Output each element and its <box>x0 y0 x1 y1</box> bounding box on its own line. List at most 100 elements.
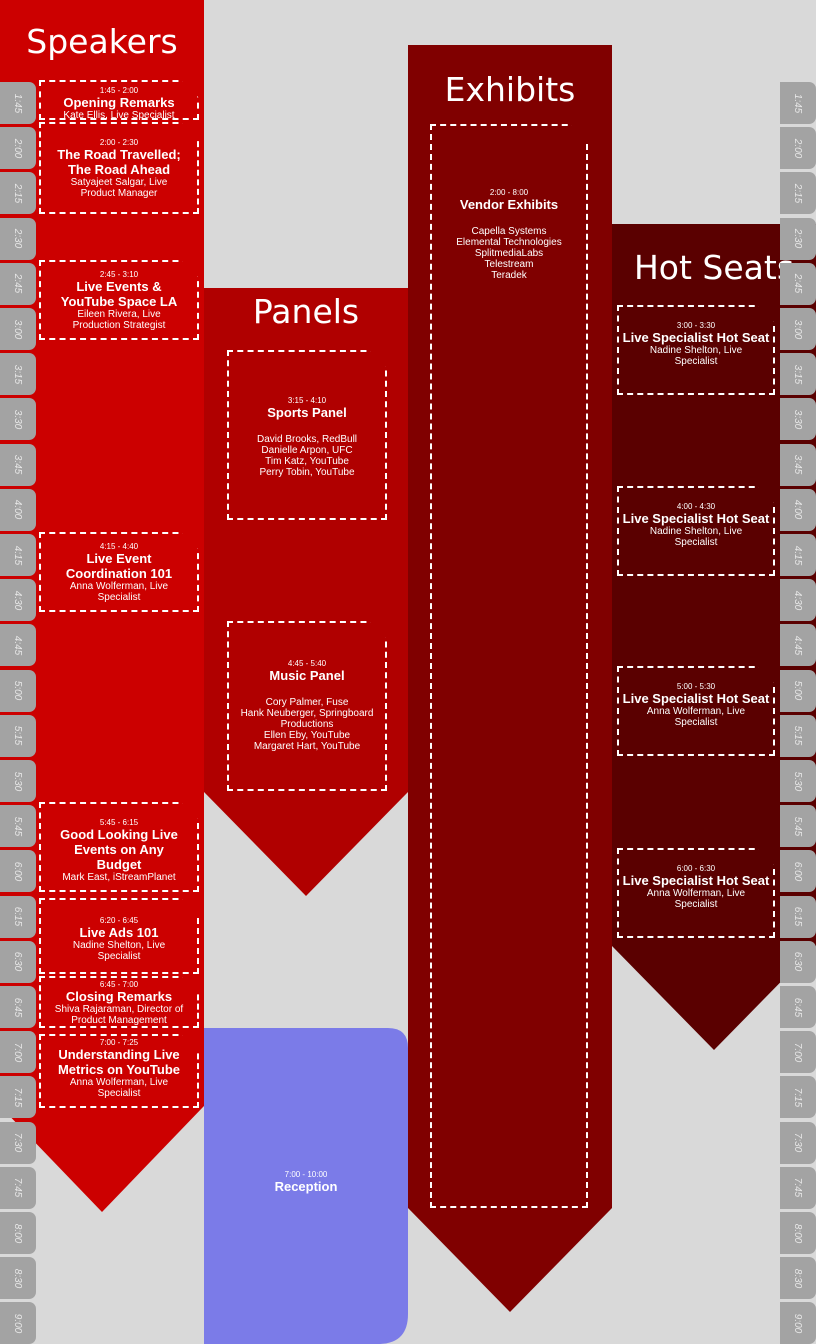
card-time: 4:00 - 4:30 <box>676 502 716 511</box>
time-tick-label: 4:45 <box>12 635 24 656</box>
hot-seats-title: Hot Seats <box>633 248 795 287</box>
time-tick-left: 2:00 <box>0 127 36 170</box>
panel-card[interactable]: 4:45 - 5:40 Music Panel Cory Palmer, Fus… <box>227 621 387 791</box>
card-time: 1:45 - 2:00 <box>99 86 139 95</box>
time-tick-right: 6:15 <box>780 895 816 938</box>
panel-person: Cory Palmer, Fuse <box>265 697 349 708</box>
vendor-name: Teradek <box>491 270 527 281</box>
time-tick-left: 2:15 <box>0 172 36 215</box>
time-tick-right: 3:00 <box>780 308 816 350</box>
time-tick-left: 5:00 <box>0 669 36 712</box>
reception-time: 7:00 - 10:00 <box>284 1170 328 1179</box>
time-tick-left: 2:45 <box>0 262 36 305</box>
time-tick-label: 5:30 <box>12 771 24 791</box>
speaker-card[interactable]: 6:45 - 7:00 Closing Remarks Shiva Rajara… <box>39 976 199 1028</box>
time-tick-right: 7:00 <box>780 1031 816 1074</box>
time-tick-right: 2:45 <box>780 262 816 305</box>
card-time: 4:45 - 5:40 <box>287 659 327 668</box>
time-tick-left: 6:00 <box>0 850 36 893</box>
exhibits-card[interactable]: 2:00 - 8:00 Vendor Exhibits Capella Syst… <box>430 124 588 1208</box>
card-title: Live Specialist Hot Seat <box>622 873 770 888</box>
time-tick-right: 9:00 <box>780 1302 816 1344</box>
panel-person: Tim Katz, YouTube <box>265 456 349 467</box>
time-tick-label: 3:45 <box>12 454 24 475</box>
panel-card[interactable]: 3:15 - 4:10 Sports Panel David Brooks, R… <box>227 350 387 520</box>
reception-block[interactable]: 7:00 - 10:00 Reception <box>204 1170 408 1194</box>
time-tick-label: 6:15 <box>12 906 24 927</box>
card-speaker: Anna Wolferman, Live Specialist <box>69 1077 169 1099</box>
time-tick-right: 4:00 <box>780 488 816 531</box>
card-title: Closing Remarks <box>65 989 173 1004</box>
time-tick-label: 4:45 <box>792 635 804 656</box>
panels-title: Panels <box>252 292 360 331</box>
exhibits-title: Exhibits <box>444 70 576 109</box>
speaker-card[interactable]: 6:20 - 6:45 Live Ads 101 Nadine Shelton,… <box>39 898 199 974</box>
speakers-column <box>0 0 204 1212</box>
card-title: Sports Panel <box>267 405 347 420</box>
time-tick-right: 6:30 <box>780 940 816 983</box>
time-tick-right: 6:00 <box>780 850 816 893</box>
card-speaker: Kate Ellis, Live Specialist <box>63 110 175 121</box>
time-tick-label: 4:15 <box>792 545 804 565</box>
vendor-name: SplitmediaLabs <box>474 248 544 259</box>
reception-title: Reception <box>274 1179 338 1194</box>
speakers-title: Speakers <box>26 22 178 61</box>
speaker-card[interactable]: 1:45 - 2:00 Opening Remarks Kate Ellis, … <box>39 80 199 120</box>
time-tick-label: 7:45 <box>12 1178 24 1198</box>
time-tick-label: 2:45 <box>12 274 24 294</box>
time-tick-label: 4:30 <box>12 590 24 610</box>
hot-seat-card[interactable]: 6:00 - 6:30 Live Specialist Hot Seat Ann… <box>617 848 775 938</box>
panels-column <box>204 288 408 896</box>
card-time: 2:00 - 8:00 <box>489 188 529 197</box>
card-time: 6:45 - 7:00 <box>99 980 139 989</box>
speaker-card[interactable]: 7:00 - 7:25 Understanding Live Metrics o… <box>39 1034 199 1108</box>
time-tick-right: 4:30 <box>780 579 816 622</box>
speaker-card[interactable]: 5:45 - 6:15 Good Looking Live Events on … <box>39 802 199 892</box>
card-title: Live Events & YouTube Space LA <box>60 279 178 309</box>
hot-seat-card[interactable]: 4:00 - 4:30 Live Specialist Hot Seat Nad… <box>617 486 775 576</box>
time-tick-label: 8:00 <box>792 1223 804 1243</box>
time-tick-right: 2:30 <box>780 217 816 260</box>
card-title: Live Event Coordination 101 <box>65 551 173 581</box>
time-tick-label: 5:15 <box>12 726 24 746</box>
time-tick-label: 6:00 <box>12 861 24 882</box>
time-tick-left: 3:45 <box>0 443 36 486</box>
time-tick-right: 6:45 <box>780 986 816 1028</box>
card-speaker: Nadine Shelton, Live Specialist <box>649 526 743 548</box>
time-tick-right: 8:00 <box>780 1212 816 1254</box>
time-tick-right: 7:30 <box>780 1121 816 1164</box>
card-title: Good Looking Live Events on Any Budget <box>60 827 178 872</box>
time-tick-label: 2:15 <box>792 183 804 204</box>
time-tick-left: 7:00 <box>0 1031 36 1074</box>
time-tick-label: 5:00 <box>792 680 804 701</box>
card-title: Live Specialist Hot Seat <box>622 511 770 526</box>
card-speaker: Shiva Rajaraman, Director of Product Man… <box>54 1004 184 1026</box>
time-tick-left: 4:30 <box>0 579 36 622</box>
time-tick-label: 8:00 <box>12 1223 24 1243</box>
time-tick-label: 2:00 <box>792 138 804 158</box>
time-tick-left: 5:45 <box>0 805 36 848</box>
speaker-card[interactable]: 2:00 - 2:30 The Road Travelled; The Road… <box>39 122 199 214</box>
time-tick-left: 3:30 <box>0 398 36 441</box>
time-tick-left: 8:00 <box>0 1212 36 1254</box>
panel-person: Perry Tobin, YouTube <box>259 467 355 478</box>
time-tick-label: 8:30 <box>792 1268 804 1288</box>
panel-person: Margaret Hart, YouTube <box>253 741 361 752</box>
time-tick-label: 7:00 <box>12 1042 24 1062</box>
time-tick-left: 6:15 <box>0 895 36 938</box>
time-tick-label: 5:30 <box>792 771 804 791</box>
hot-seat-card[interactable]: 5:00 - 5:30 Live Specialist Hot Seat Ann… <box>617 666 775 756</box>
card-time: 5:00 - 5:30 <box>676 682 716 691</box>
time-tick-label: 6:00 <box>792 861 804 882</box>
time-tick-left: 3:15 <box>0 353 36 396</box>
time-tick-label: 9:00 <box>792 1313 804 1334</box>
time-tick-label: 3:15 <box>792 364 804 384</box>
time-tick-label: 2:15 <box>12 183 24 204</box>
speaker-card[interactable]: 4:15 - 4:40 Live Event Coordination 101 … <box>39 532 199 612</box>
time-tick-label: 4:30 <box>792 590 804 610</box>
card-speaker: Anna Wolferman, Live Specialist <box>69 581 169 603</box>
hot-seat-card[interactable]: 3:00 - 3:30 Live Specialist Hot Seat Nad… <box>617 305 775 395</box>
panel-person: Hank Neuberger, Springboard Productions <box>240 708 374 730</box>
card-time: 2:45 - 3:10 <box>99 270 139 279</box>
speaker-card[interactable]: 2:45 - 3:10 Live Events & YouTube Space … <box>39 260 199 340</box>
